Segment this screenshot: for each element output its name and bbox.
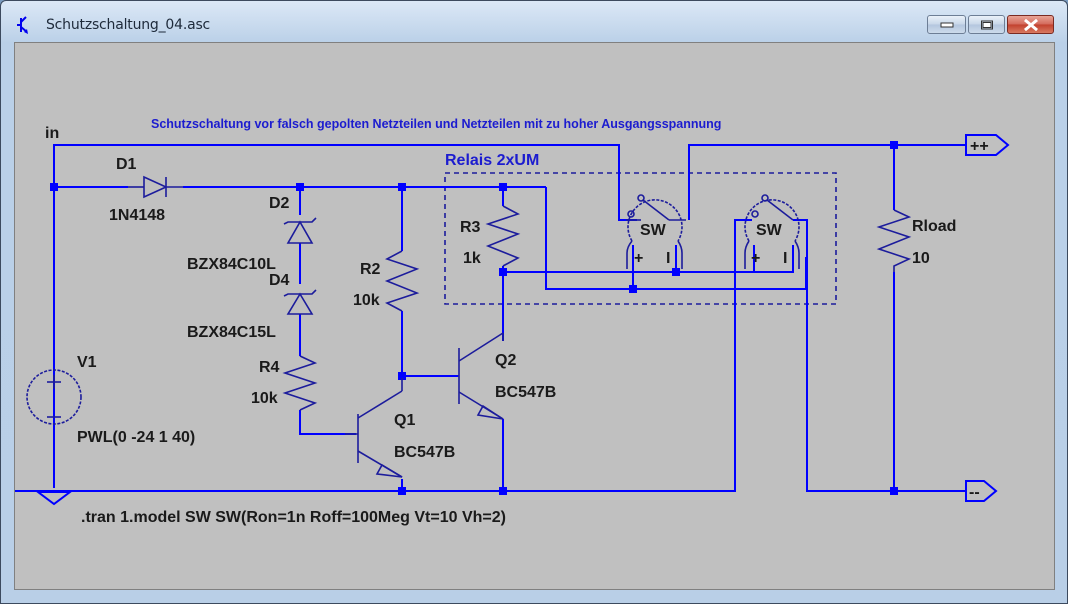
junction-dots (50, 141, 898, 495)
q2-name: Q2 (495, 352, 516, 369)
switch-sw1[interactable] (626, 194, 686, 269)
rload-value: 10 (912, 250, 930, 267)
d2-value: BZX84C10L (187, 256, 276, 273)
d2-name: D2 (269, 195, 290, 212)
q1-name: Q1 (394, 412, 415, 429)
switch-sw2[interactable] (744, 194, 800, 269)
r3-value: 1k (463, 250, 481, 267)
port-out-negative-label: -- (969, 484, 980, 501)
port-out-positive[interactable]: ++ (965, 134, 1010, 156)
sw1-minus: I (666, 250, 670, 267)
transistor-q1[interactable] (345, 378, 403, 478)
relay-box-label: Relais 2xUM (445, 152, 539, 169)
zener-diode-d2[interactable] (283, 217, 317, 244)
r3-name: R3 (460, 219, 481, 236)
sw2-minus: I (783, 250, 787, 267)
rload-name: Rload (912, 218, 956, 235)
resistor-r2[interactable] (384, 250, 420, 312)
sw2-plus: + (751, 250, 760, 267)
transistor-q2[interactable] (458, 332, 504, 420)
schematic-drawing: Schutzschaltung vor falsch gepolten Netz… (15, 117, 1010, 526)
q1-value: BC547B (394, 444, 455, 461)
minimize-icon (940, 22, 953, 27)
sw1-plus: + (634, 250, 643, 267)
diode-d1[interactable] (128, 175, 183, 199)
r4-name: R4 (259, 359, 280, 376)
sw1-name: SW (640, 222, 667, 239)
schematic-canvas[interactable]: Schutzschaltung vor falsch gepolten Netz… (14, 42, 1055, 590)
spice-directive[interactable]: .tran 1.model SW SW(Ron=1n Roff=100Meg V… (81, 509, 506, 526)
ground-symbol (35, 491, 73, 506)
port-out-positive-label: ++ (970, 138, 989, 155)
v1-name: V1 (77, 354, 97, 371)
port-out-negative[interactable]: -- (965, 480, 998, 502)
d4-value: BZX84C15L (187, 324, 276, 341)
resistor-rload[interactable] (876, 209, 912, 272)
title-bar[interactable]: Schutzschaltung_04.asc (1, 1, 1067, 41)
sw2-name: SW (756, 222, 783, 239)
ltspice-transistor-icon (17, 16, 28, 34)
close-button[interactable] (1007, 15, 1054, 34)
zener-diode-d4[interactable] (283, 289, 317, 315)
maximize-icon (980, 20, 993, 29)
window-title: Schutzschaltung_04.asc (46, 17, 211, 33)
d1-name: D1 (116, 156, 137, 173)
wires (15, 144, 966, 492)
voltage-source-v1[interactable] (26, 369, 82, 425)
net-label-in: in (45, 125, 59, 142)
q2-value: BC547B (495, 384, 556, 401)
close-icon (1023, 18, 1038, 31)
v1-value: PWL(0 -24 1 40) (77, 429, 195, 446)
d4-name: D4 (269, 272, 290, 289)
resistor-r4[interactable] (282, 355, 318, 411)
schematic-comment: Schutzschaltung vor falsch gepolten Netz… (151, 117, 721, 131)
r2-name: R2 (360, 261, 381, 278)
resistor-r3[interactable] (485, 205, 521, 267)
maximize-button[interactable] (968, 15, 1005, 34)
r4-value: 10k (251, 390, 278, 407)
minimize-button[interactable] (927, 15, 966, 34)
r2-value: 10k (353, 292, 380, 309)
d1-value: 1N4148 (109, 207, 165, 224)
